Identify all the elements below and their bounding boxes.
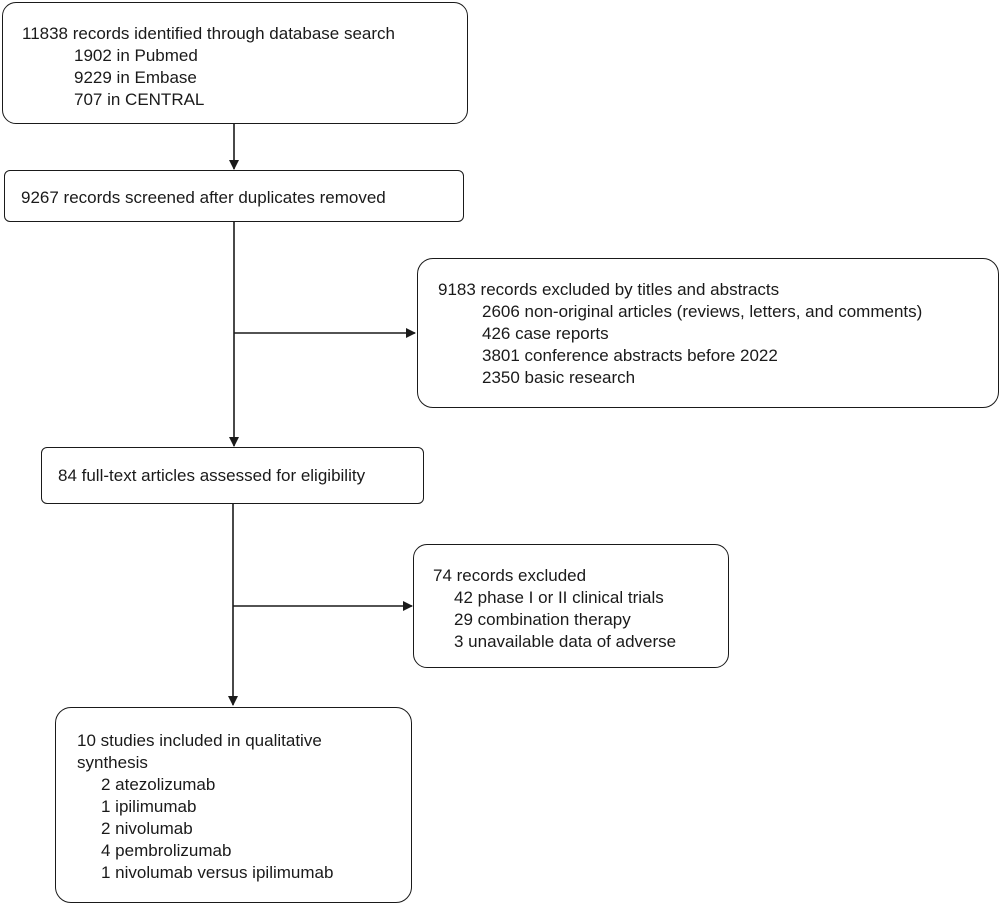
included-title-line1: 10 studies included in qualitative — [77, 731, 322, 750]
excluded-titles-item: 2606 non-original articles (reviews, let… — [482, 302, 923, 321]
box-records-identified: 11838 records identified through databas… — [2, 2, 468, 124]
included-item: 2 atezolizumab — [101, 775, 216, 794]
included-item: 2 nivolumab — [101, 819, 193, 838]
included-item: 1 nivolumab versus ipilimumab — [101, 863, 334, 882]
excluded-titles-item: 426 case reports — [482, 324, 609, 343]
excluded-fulltext-item: 29 combination therapy — [454, 610, 631, 629]
excluded-titles-item: 3801 conference abstracts before 2022 — [482, 346, 778, 365]
identified-item-embase: 9229 in Embase — [74, 68, 197, 87]
screened-title: 9267 records screened after duplicates r… — [21, 188, 386, 207]
box-excluded-fulltext: 74 records excluded 42 phase I or II cli… — [413, 544, 729, 668]
excluded-fulltext-item: 3 unavailable data of adverse — [454, 632, 677, 651]
excluded-fulltext-item: 42 phase I or II clinical trials — [454, 588, 664, 607]
included-item: 1 ipilimumab — [101, 797, 197, 816]
included-title-line2: synthesis — [77, 753, 148, 772]
identified-item-pubmed: 1902 in Pubmed — [74, 46, 198, 65]
included-item: 4 pembrolizumab — [101, 841, 232, 860]
identified-title: 11838 records identified through databas… — [22, 24, 395, 43]
excluded-titles-heading: 9183 records excluded by titles and abst… — [438, 280, 780, 299]
excluded-fulltext-heading: 74 records excluded — [433, 566, 587, 585]
excluded-titles-item: 2350 basic research — [482, 368, 636, 387]
box-records-screened: 9267 records screened after duplicates r… — [4, 170, 464, 222]
identified-item-central: 707 in CENTRAL — [74, 90, 205, 109]
fulltext-title: 84 full-text articles assessed for eligi… — [58, 466, 366, 485]
box-fulltext-assessed: 84 full-text articles assessed for eligi… — [41, 447, 424, 504]
box-excluded-titles-abstracts: 9183 records excluded by titles and abst… — [417, 258, 999, 408]
box-studies-included: 10 studies included in qualitative synth… — [55, 707, 412, 903]
